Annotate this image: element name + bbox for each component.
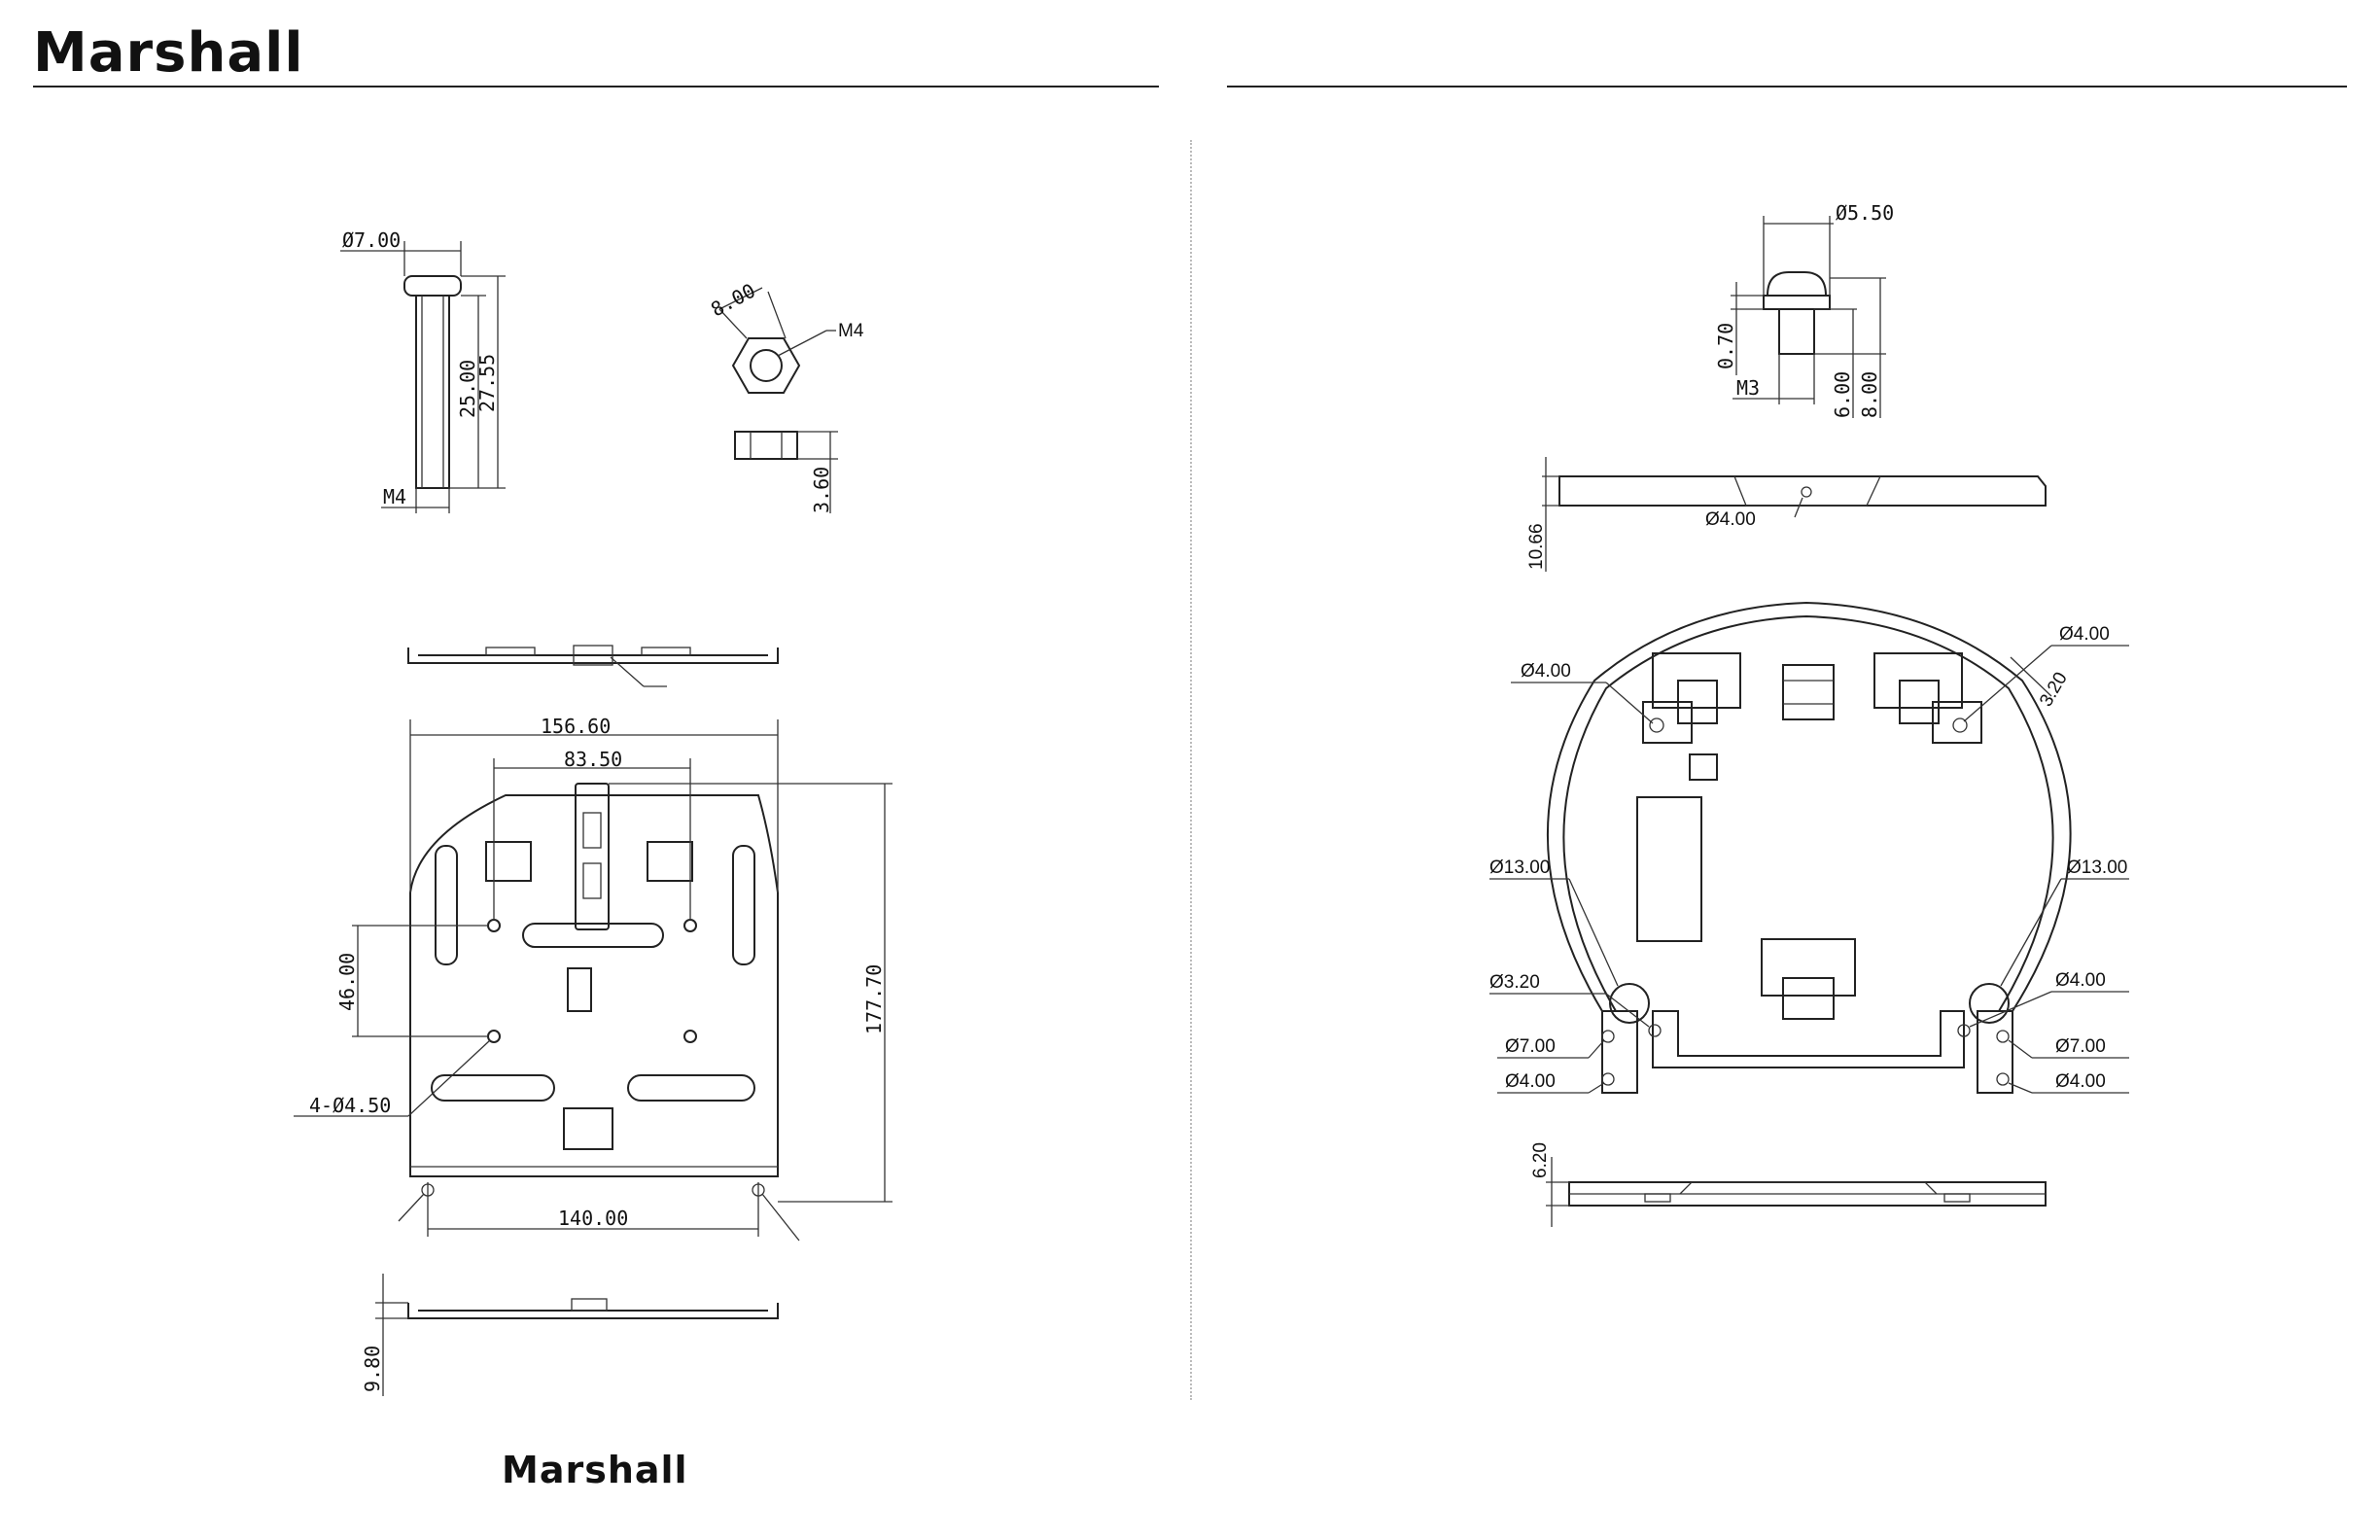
left-plate-inner-width-label: 83.50	[564, 748, 622, 771]
right-bracket-hole-l3-label: Ø4.00	[1505, 1071, 1556, 1092]
right-screw-length-label: 6.00	[1831, 371, 1854, 418]
left-plate-holes-label: 4-Ø4.50	[309, 1094, 391, 1117]
right-bracket-hole-l2-label: Ø7.00	[1505, 1036, 1556, 1057]
left-nut-width-label: 8.00	[707, 279, 759, 322]
right-bracket-center-hole-label: Ø4.00	[1705, 509, 1756, 530]
left-plate-bottom-spacing-label: 140.00	[558, 1207, 628, 1230]
right-bracket-side-thickness-label: 6.20	[1530, 1142, 1551, 1178]
left-plate-front-view	[294, 719, 892, 1241]
left-plate-width-label: 156.60	[541, 715, 611, 738]
right-bracket-side-view	[1546, 1157, 2046, 1227]
right-bracket-hole-r3-label: Ø4.00	[2055, 1071, 2106, 1092]
right-bracket-hole-r2-label: Ø7.00	[2055, 1036, 2106, 1057]
right-bracket-front-view	[1489, 603, 2129, 1093]
left-nut-thickness-label: 3.60	[810, 467, 833, 513]
left-plate-side-thickness-label: 9.80	[361, 1346, 384, 1392]
right-bracket-top-view	[1542, 457, 2046, 572]
right-screw-head-label: 0.70	[1714, 323, 1737, 369]
right-bracket-hole-tl-label: Ø4.00	[1521, 661, 1571, 682]
right-screw-thread-label: M3	[1736, 376, 1760, 400]
left-plate-top-view	[408, 646, 778, 686]
right-bracket-hole-l1-label: Ø3.20	[1489, 972, 1540, 993]
right-bracket-slot-left-label: Ø13.00	[1489, 858, 1550, 878]
right-screw-total-length-label: 8.00	[1858, 371, 1881, 418]
right-bracket-hole-tr-label: Ø4.00	[2059, 624, 2110, 645]
right-bracket-slot-right-label: Ø13.00	[2067, 858, 2127, 878]
left-plate-height-label: 177.70	[862, 964, 886, 1034]
left-plate-hole-spacing-label: 46.00	[335, 953, 359, 1011]
right-screw-diameter-label: Ø5.50	[1836, 201, 1894, 225]
right-bracket-offset-label: 3.20	[2036, 669, 2072, 711]
left-screw-total-length-label: 27.55	[475, 354, 499, 412]
left-screw-diameter-label: Ø7.00	[342, 228, 401, 252]
left-screw-thread-label: M4	[383, 485, 406, 508]
right-bracket-hole-r1-label: Ø4.00	[2055, 970, 2106, 991]
left-plate-side-view	[375, 1274, 778, 1396]
left-nut-thread-label: M4	[838, 321, 864, 341]
right-bracket-height-label: 10.66	[1526, 523, 1547, 570]
